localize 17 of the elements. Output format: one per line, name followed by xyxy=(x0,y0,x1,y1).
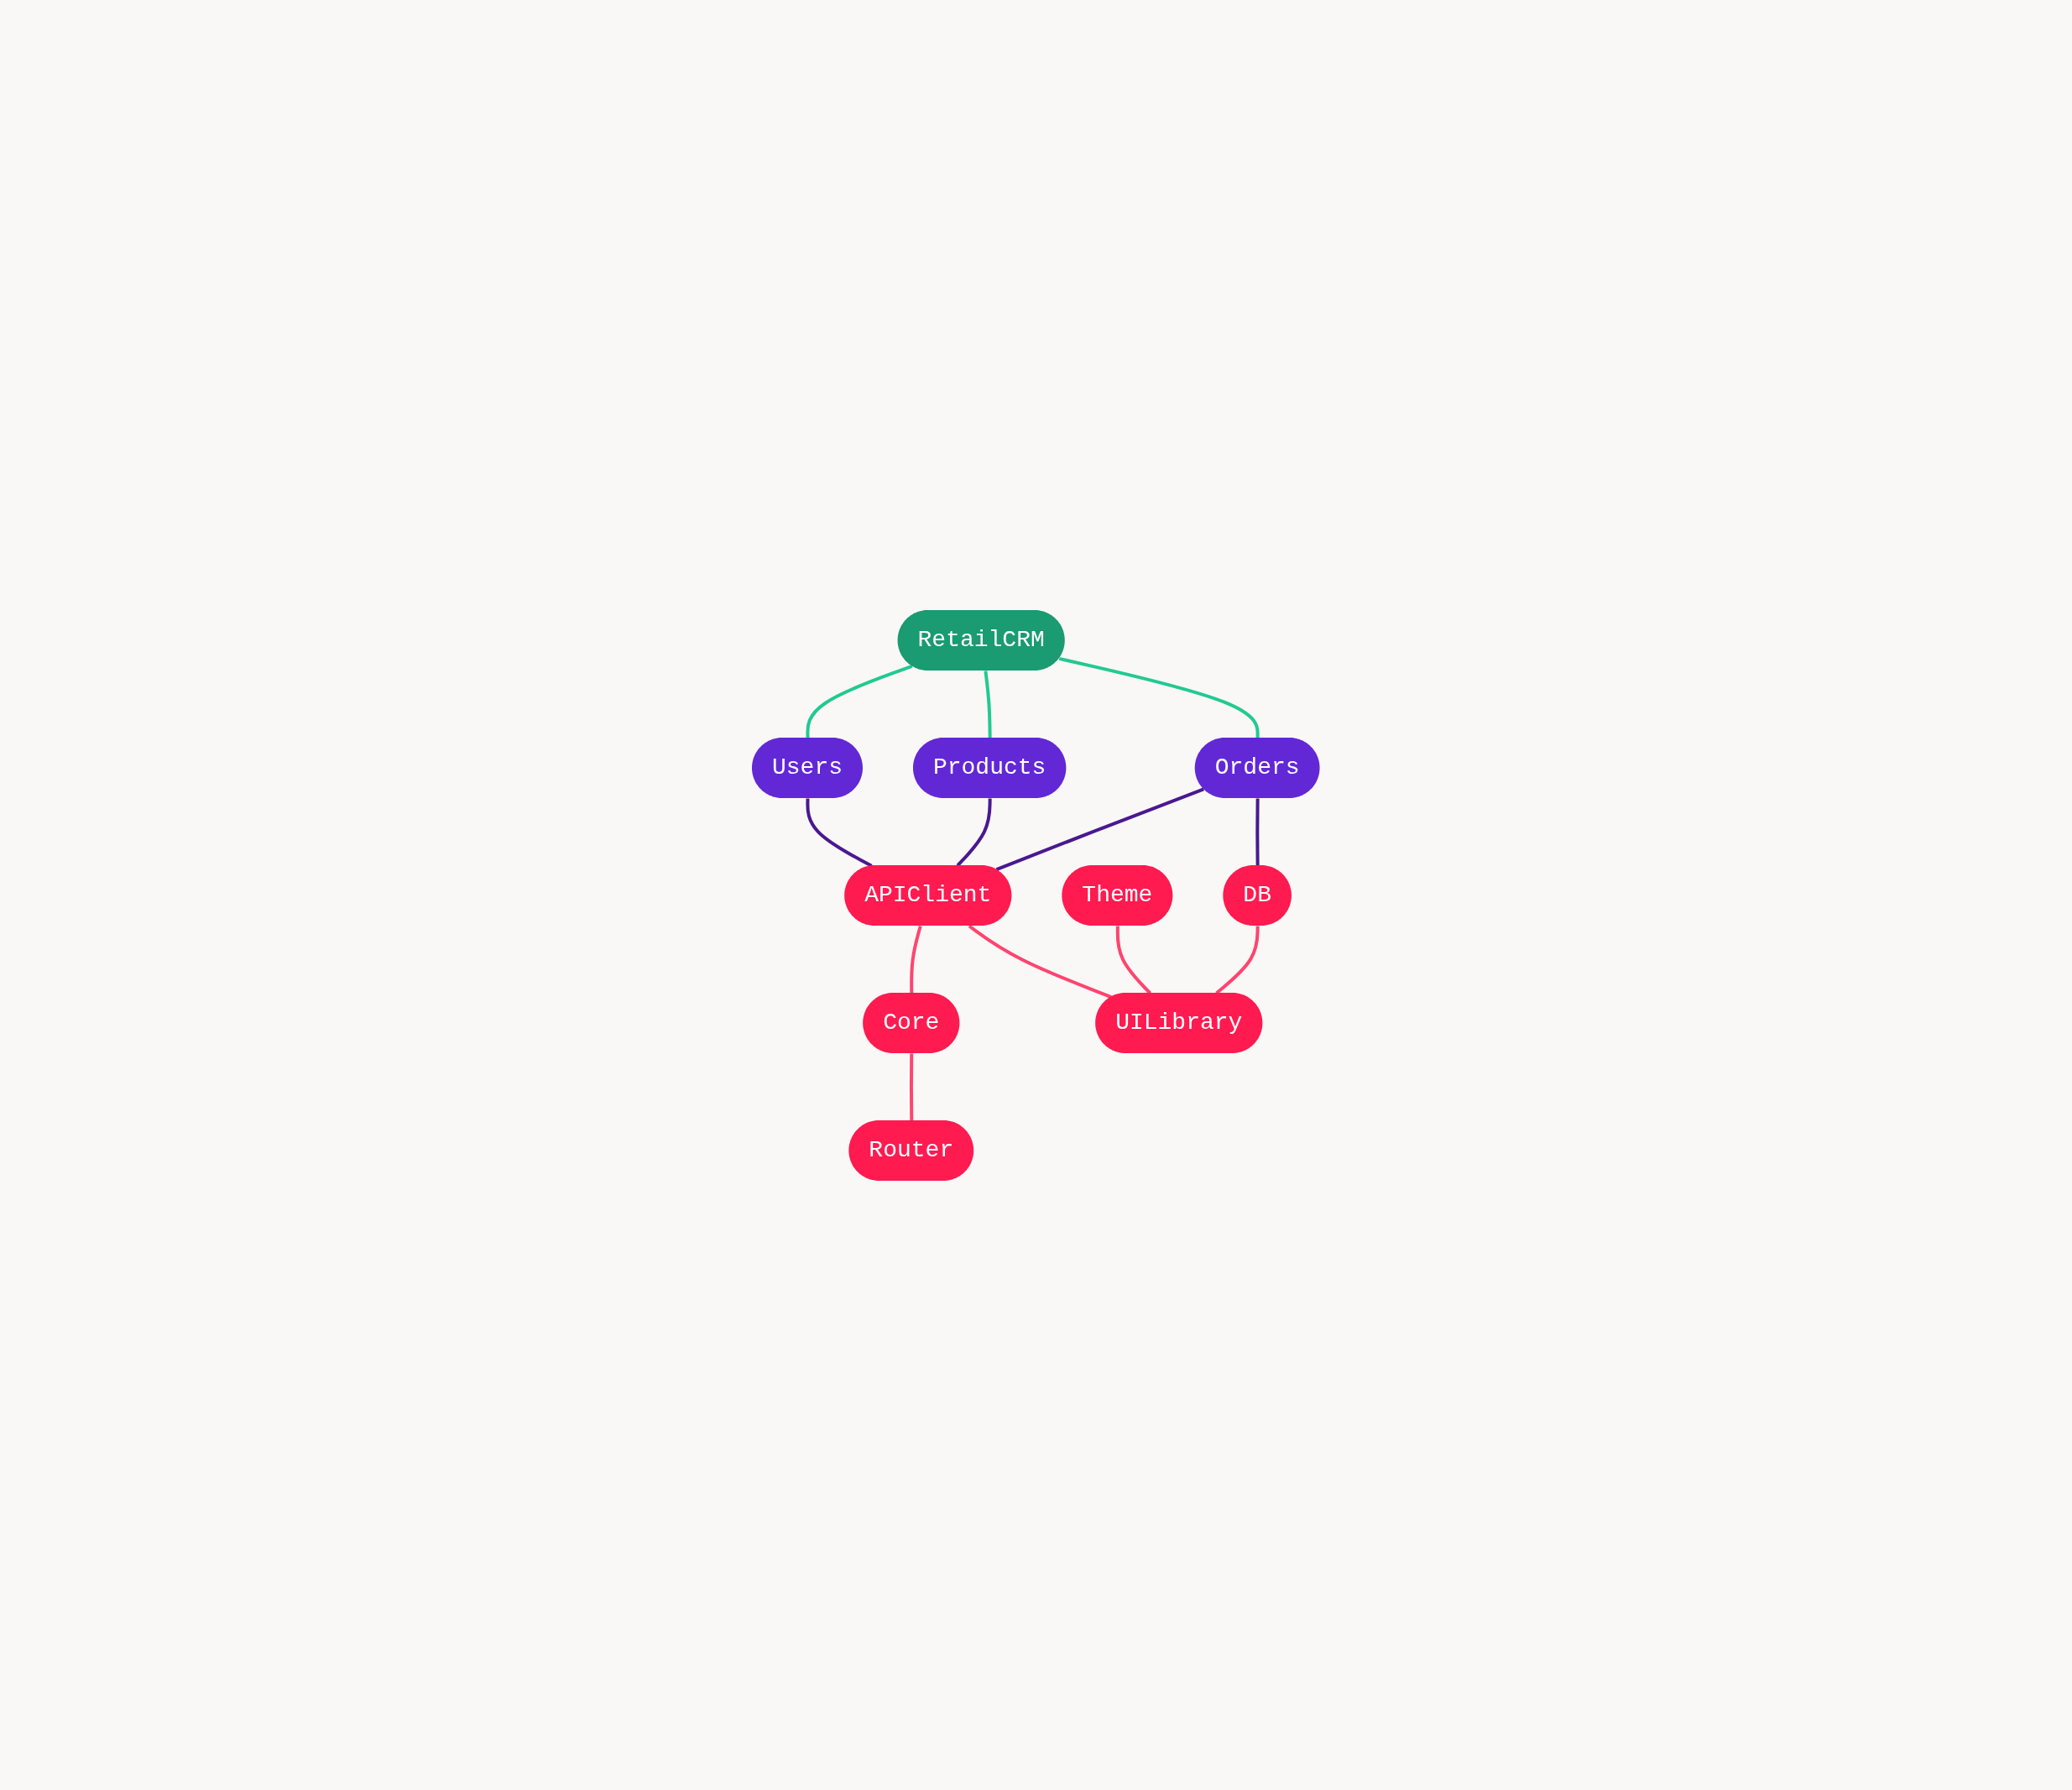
node-box: UILibrary xyxy=(1095,992,1263,1053)
node-box: RetailCRM xyxy=(897,609,1065,671)
connector xyxy=(1059,656,1260,738)
connector xyxy=(806,664,913,738)
node-box: APIClient xyxy=(844,864,1012,926)
connector xyxy=(1116,925,1152,994)
connector xyxy=(968,924,1113,999)
connector xyxy=(1255,797,1260,865)
connector xyxy=(806,797,873,867)
node-ellipse: DB xyxy=(1223,864,1292,926)
connector xyxy=(995,787,1205,871)
connector xyxy=(910,1052,914,1120)
connector xyxy=(956,797,992,867)
connector xyxy=(984,670,992,738)
node-box: Products xyxy=(913,737,1067,798)
connector xyxy=(910,925,922,993)
connector xyxy=(1215,925,1260,994)
